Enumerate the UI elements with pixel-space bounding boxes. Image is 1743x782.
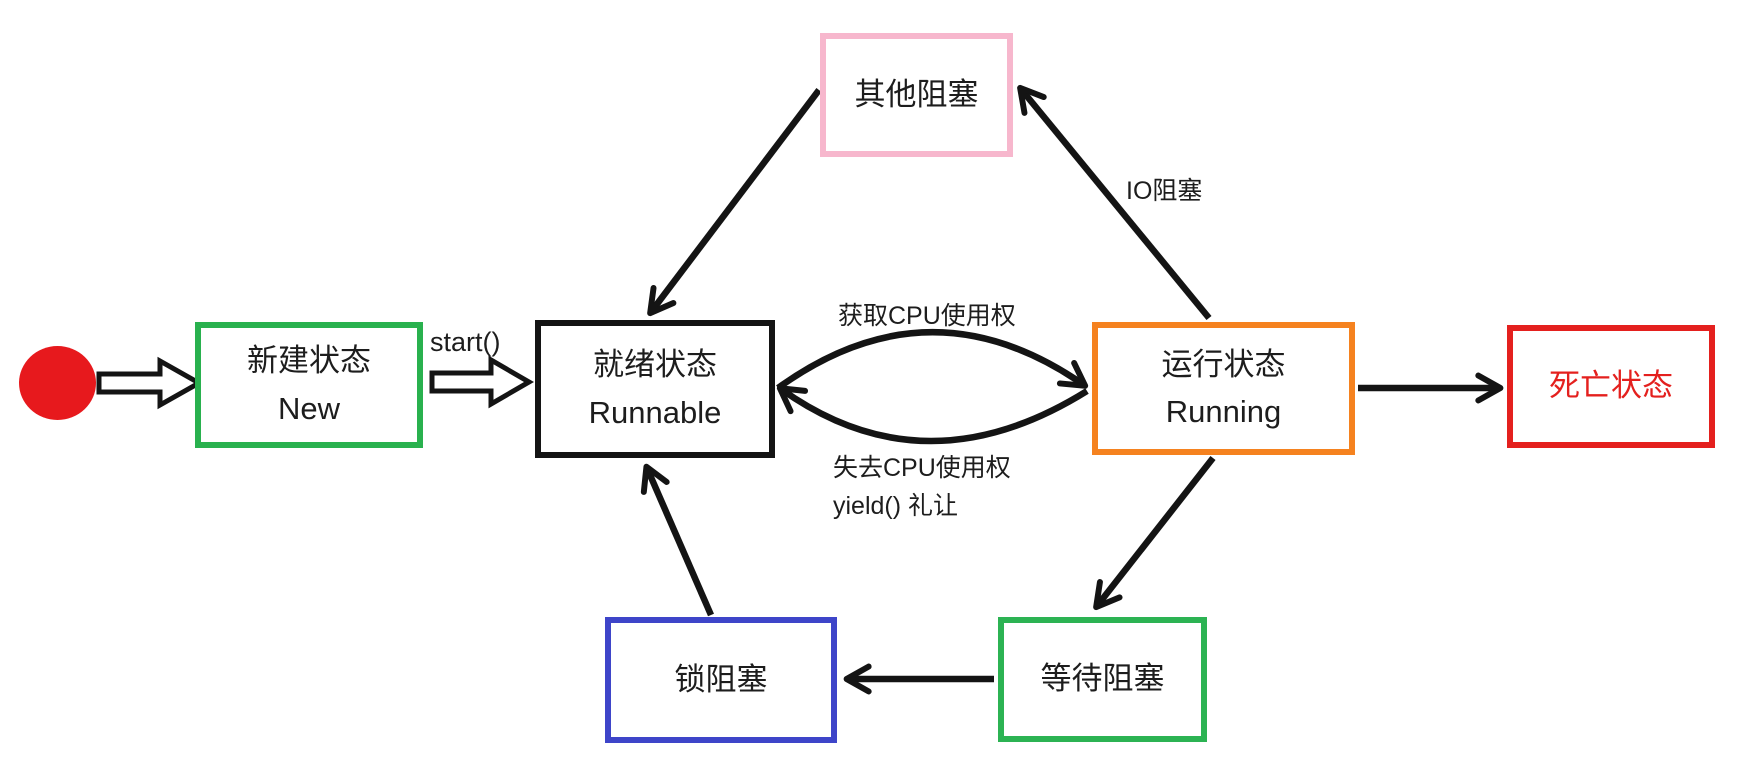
node-wait-block: 等待阻塞 [998,617,1207,742]
node-other-block-label: 其他阻塞 [854,76,979,112]
block-arrow-dot-to-new [96,356,205,410]
node-other-block: 其他阻塞 [820,33,1013,157]
node-running-label-en: Running [1165,394,1282,429]
node-new-state-label-cn: 新建状态 [247,343,371,379]
arrow-lock-block-to-runnable [640,463,714,617]
node-lock-block-label: 锁阻塞 [674,661,768,697]
node-running-label-cn: 运行状态 [1161,346,1286,382]
edge-label-acquire-cpu: 获取CPU使用权 [838,302,1016,330]
node-runnable-label-en: Runnable [588,394,722,430]
edge-label-start: start() [430,327,501,357]
arrow-running-to-runnable-lose-cpu [776,385,1089,445]
edge-label-io-block: IO阻塞 [1126,177,1203,205]
arrow-running-to-wait-block [1093,455,1216,611]
node-new-state: 新建状态 New [195,322,423,448]
start-dot [19,346,96,420]
node-lock-block: 锁阻塞 [605,617,837,743]
node-runnable-state: 就绪状态 Runnable [535,320,775,458]
node-new-state-label-en: New [277,390,340,426]
block-arrow-new-to-runnable [429,355,534,409]
node-dead-label: 死亡状态 [1549,368,1673,404]
arrow-other-block-to-runnable [647,88,822,317]
edge-label-yield: yield() 礼让 [833,492,959,520]
node-runnable-label-cn: 就绪状态 [593,347,717,383]
arrow-running-to-other-block-io [1017,84,1212,321]
node-wait-block-label: 等待阻塞 [1040,661,1165,697]
node-dead-state: 死亡状态 [1507,325,1715,448]
edge-label-lose-cpu: 失去CPU使用权 [833,454,1011,482]
node-running-state: 运行状态 Running [1092,322,1355,455]
arrow-runnable-to-running-acquire-cpu [776,329,1089,391]
